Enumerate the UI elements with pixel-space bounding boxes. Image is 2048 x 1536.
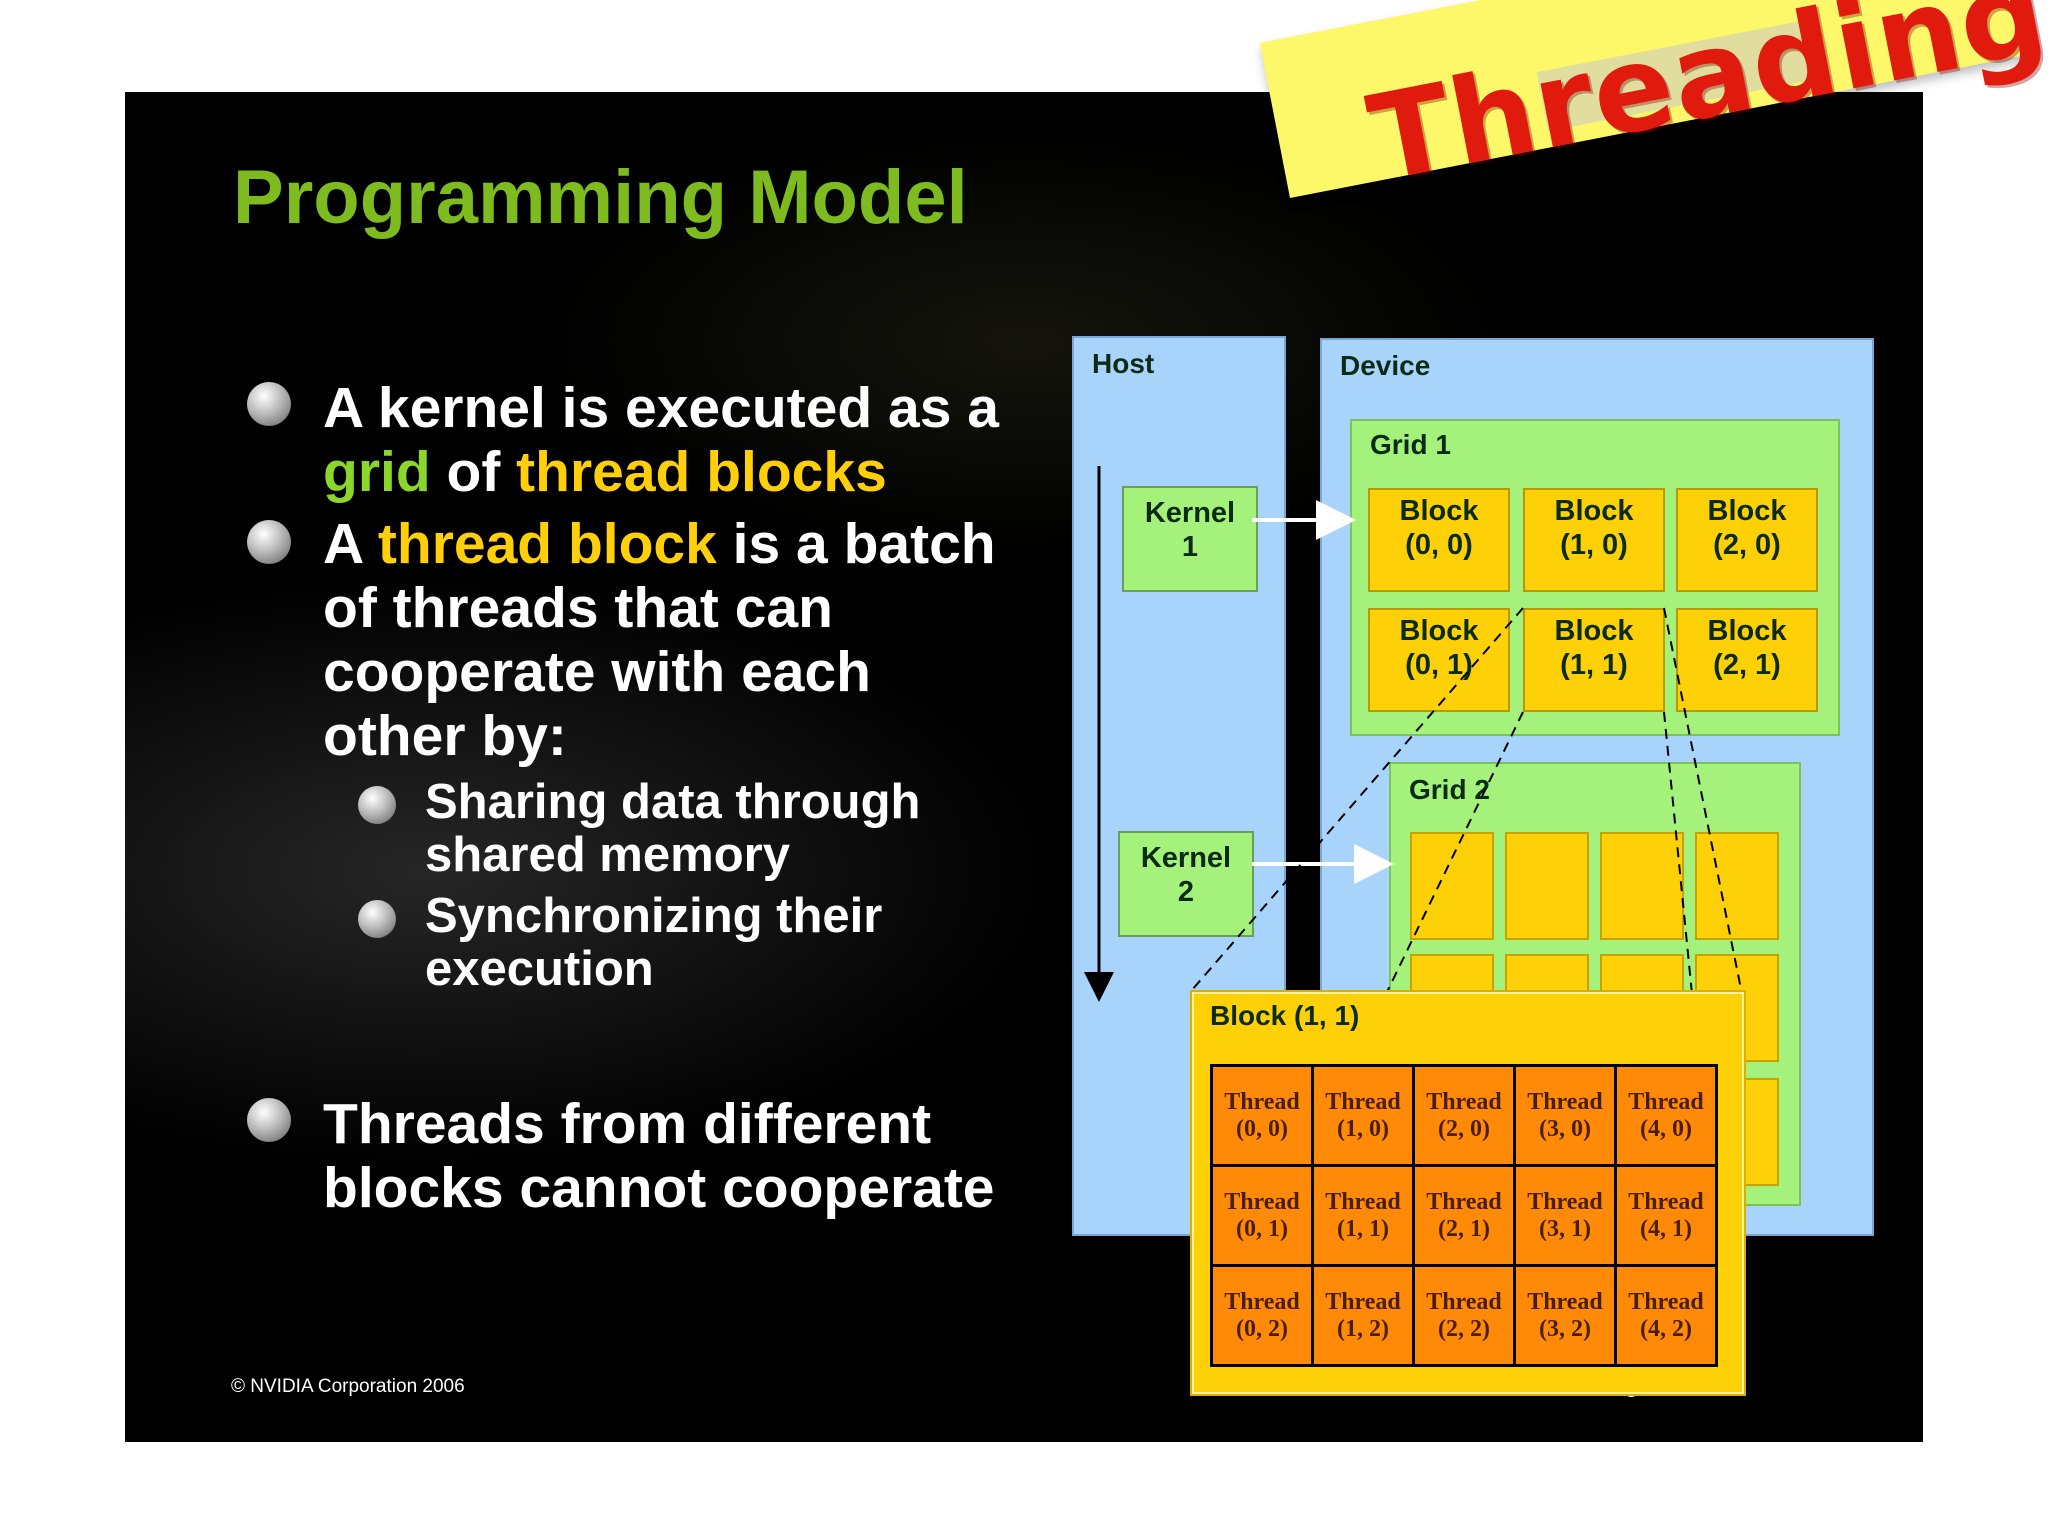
thread-1-2: Thread(1, 2) bbox=[1311, 1264, 1415, 1367]
bullet-text: A kernel is executed as a bbox=[323, 376, 999, 440]
sub-bullet-sync: Synchronizing their execution bbox=[425, 890, 1025, 996]
bullet-text: Sharing data through bbox=[425, 775, 921, 829]
block-1-1: Block(1, 1) bbox=[1523, 608, 1665, 712]
bullet-icon bbox=[247, 1098, 291, 1142]
bullet-text: blocks cannot cooperate bbox=[323, 1156, 995, 1220]
bullet-text: A bbox=[323, 512, 363, 576]
bullet-text: shared memory bbox=[425, 828, 790, 882]
thread-0-2: Thread(0, 2) bbox=[1210, 1264, 1314, 1367]
block-1-0: Block(1, 0) bbox=[1523, 488, 1665, 592]
bullet-text: other by: bbox=[323, 704, 567, 768]
highlight-grid: grid bbox=[323, 440, 431, 504]
thread-2-2: Thread(2, 2) bbox=[1412, 1264, 1516, 1367]
thread-row: Thread(0, 0) Thread(1, 0) Thread(2, 0) T… bbox=[1210, 1064, 1718, 1167]
thread-3-1: Thread(3, 1) bbox=[1513, 1164, 1617, 1267]
grid-2-block bbox=[1600, 832, 1684, 940]
grid-2-block bbox=[1410, 832, 1494, 940]
thread-2-0: Thread(2, 0) bbox=[1412, 1064, 1516, 1167]
thread-1-0: Thread(1, 0) bbox=[1311, 1064, 1415, 1167]
host-label: Host bbox=[1092, 348, 1155, 379]
bullet-text: A thread block is a batch bbox=[323, 512, 1083, 576]
grid-2-label: Grid 2 bbox=[1409, 774, 1490, 805]
bullet-text: cooperate with each bbox=[323, 640, 871, 704]
thread-3-2: Thread(3, 2) bbox=[1513, 1264, 1617, 1367]
grid-2-block bbox=[1695, 832, 1779, 940]
sub-bullet-icon bbox=[358, 786, 396, 824]
bullet-text: execution bbox=[425, 942, 654, 996]
highlight-thread-blocks: thread blocks bbox=[516, 440, 887, 504]
sub-bullet-icon bbox=[358, 900, 396, 938]
grid-1-label: Grid 1 bbox=[1370, 429, 1451, 460]
bullet-text: is a batch bbox=[732, 512, 996, 576]
bullet-text: Threads from different bbox=[323, 1092, 932, 1156]
bullet-text: of bbox=[446, 440, 501, 504]
thread-4-2: Thread(4, 2) bbox=[1614, 1264, 1718, 1367]
bullet-text: grid of thread blocks bbox=[323, 440, 1083, 504]
block-2-0: Block(2, 0) bbox=[1676, 488, 1818, 592]
thread-grid: Thread(0, 0) Thread(1, 0) Thread(2, 0) T… bbox=[1210, 1064, 1718, 1367]
thread-0-0: Thread(0, 0) bbox=[1210, 1064, 1314, 1167]
device-label: Device bbox=[1340, 350, 1431, 381]
bullet-icon bbox=[247, 382, 291, 426]
grid-2-block bbox=[1505, 832, 1589, 940]
block-0-0: Block(0, 0) bbox=[1368, 488, 1510, 592]
bullet-threads-cannot-cooperate: Threads from different blocks cannot coo… bbox=[323, 1092, 1083, 1220]
thread-4-0: Thread(4, 0) bbox=[1614, 1064, 1718, 1167]
thread-2-1: Thread(2, 1) bbox=[1412, 1164, 1516, 1267]
bullet-thread-block: A thread block is a batch of threads tha… bbox=[323, 512, 1083, 768]
thread-0-1: Thread(0, 1) bbox=[1210, 1164, 1314, 1267]
bullet-text: Synchronizing their bbox=[425, 889, 883, 943]
slide-title: Programming Model bbox=[233, 155, 968, 240]
thread-1-1: Thread(1, 1) bbox=[1311, 1164, 1415, 1267]
bullet-text: of threads that can bbox=[323, 576, 833, 640]
block-detail-label: Block (1, 1) bbox=[1210, 1000, 1360, 1031]
copyright: © NVIDIA Corporation 2006 bbox=[231, 1376, 465, 1397]
bullet-kernel-grid: A kernel is executed as a grid of thread… bbox=[323, 376, 1083, 504]
sub-bullet-sharing: Sharing data through shared memory bbox=[425, 776, 1025, 882]
block-0-1: Block(0, 1) bbox=[1368, 608, 1510, 712]
thread-3-0: Thread(3, 0) bbox=[1513, 1064, 1617, 1167]
highlight-thread-block: thread block bbox=[377, 512, 717, 576]
bullet-icon bbox=[247, 520, 291, 564]
block-1-1-detail: Block (1, 1) Thread(0, 0) Thread(1, 0) T… bbox=[1190, 990, 1746, 1396]
thread-4-1: Thread(4, 1) bbox=[1614, 1164, 1718, 1267]
thread-row: Thread(0, 1) Thread(1, 1) Thread(2, 1) T… bbox=[1210, 1164, 1718, 1267]
block-2-1: Block(2, 1) bbox=[1676, 608, 1818, 712]
thread-row: Thread(0, 2) Thread(1, 2) Thread(2, 2) T… bbox=[1210, 1264, 1718, 1367]
